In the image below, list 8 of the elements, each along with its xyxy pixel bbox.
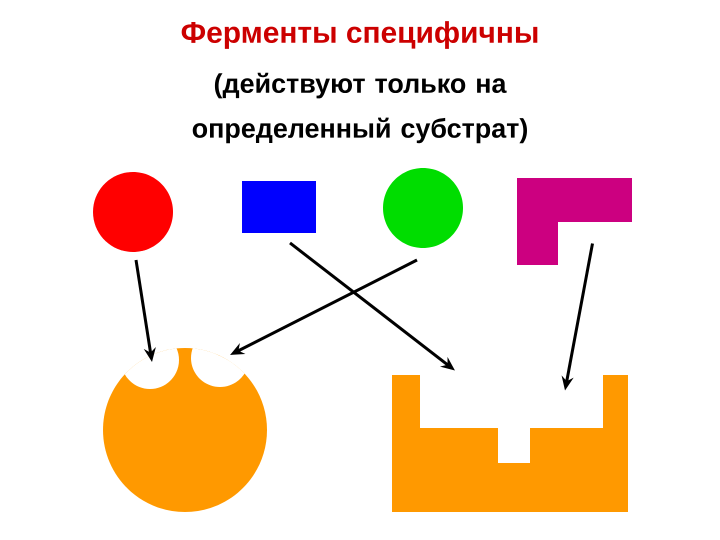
substrate-square: [242, 181, 316, 233]
substrate-l-shape: [517, 178, 632, 265]
substrate-circle: [383, 168, 463, 248]
enzyme-drawing: [392, 375, 628, 512]
substrate-circle: [93, 172, 173, 252]
title: Ферменты специфичны: [182, 21, 538, 49]
enzyme-drawing: [103, 348, 267, 512]
subtitle: (действуют только на определенный субстрат): [192, 72, 527, 144]
